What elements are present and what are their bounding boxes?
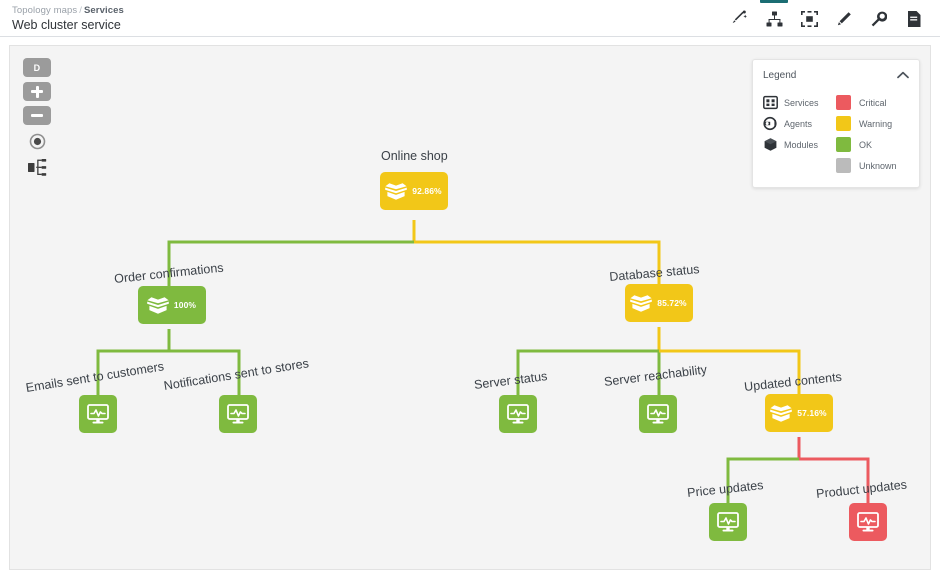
- agents-icon: [647, 404, 669, 424]
- minus-icon: [23, 106, 51, 125]
- default-view-label: D: [33, 62, 41, 73]
- legend-item-agents: Agents: [763, 113, 836, 134]
- header-toolbar: [729, 0, 924, 37]
- default-view-button[interactable]: D: [23, 58, 51, 77]
- node-label-online-shop: Online shop: [381, 149, 448, 163]
- node-box-notifications-sent-to-stores[interactable]: [219, 395, 257, 433]
- zoom-out-button[interactable]: [23, 106, 51, 125]
- legend-label-warning: Warning: [859, 118, 893, 129]
- legend-title: Legend: [763, 69, 797, 81]
- breadcrumb-separator: /: [79, 5, 82, 16]
- canvas-toolbar: D: [23, 58, 51, 181]
- node-box-updated-contents[interactable]: 57.16%: [765, 394, 833, 432]
- legend-item-modules: Modules: [763, 134, 836, 155]
- wrench-icon[interactable]: [869, 0, 889, 37]
- hierarchy-icon: [27, 158, 46, 176]
- node-box-price-updates[interactable]: [709, 503, 747, 541]
- edge-order-notifications: [169, 349, 241, 395]
- status-swatch-critical: [836, 95, 851, 110]
- status-swatch-warning: [836, 116, 851, 131]
- edge-root-order-confirmations: [167, 240, 414, 286]
- node-value-order-confirmations: 100%: [173, 300, 197, 310]
- modules-icon: [385, 183, 408, 200]
- node-box-online-shop[interactable]: 92.86%: [380, 172, 448, 210]
- node-value-online-shop: 92.86%: [412, 186, 442, 196]
- chevron-up-icon[interactable]: [895, 67, 911, 83]
- legend-status-warning: Warning: [836, 113, 909, 134]
- pencil-icon[interactable]: [834, 0, 854, 37]
- hierarchy-layout-button[interactable]: [23, 156, 51, 178]
- edge-database-server-status: [516, 349, 659, 395]
- legend-label-modules: Modules: [784, 139, 819, 150]
- zoom-in-button[interactable]: [23, 82, 51, 101]
- legend-item-services: Services: [763, 92, 836, 113]
- agents-icon: [857, 512, 879, 532]
- page-title: Web cluster service: [12, 18, 121, 32]
- edge-updated-price: [726, 457, 799, 503]
- modules-icon: [147, 297, 169, 314]
- agents-icon: [717, 512, 739, 532]
- legend-status-unknown: Unknown: [836, 155, 909, 176]
- status-swatch-unknown: [836, 158, 851, 173]
- edge-updated-product: [799, 457, 870, 503]
- breadcrumb-parent[interactable]: Topology maps: [12, 5, 78, 16]
- node-box-emails-sent-to-customers[interactable]: [79, 395, 117, 433]
- legend-label-agents: Agents: [784, 118, 813, 129]
- agents-icon: [227, 404, 249, 424]
- status-swatch-ok: [836, 137, 851, 152]
- legend-label-critical: Critical: [859, 97, 887, 108]
- edge-database-updated-contents: [659, 349, 801, 394]
- node-box-database-status[interactable]: 85.72%: [625, 284, 693, 322]
- legend-body: Services Agents: [753, 90, 919, 187]
- services-icon: [763, 95, 778, 110]
- node-value-updated-contents: 57.16%: [797, 408, 827, 418]
- topology-canvas[interactable]: D: [9, 45, 931, 570]
- legend-label-ok: OK: [859, 139, 873, 150]
- legend-label-unknown: Unknown: [859, 160, 897, 171]
- agents-icon: [87, 404, 109, 424]
- breadcrumb-current[interactable]: Services: [83, 5, 124, 16]
- legend-panel: Legend: [752, 59, 920, 188]
- target-icon: [29, 133, 45, 149]
- legend-types: Services Agents: [763, 92, 836, 176]
- plus-icon: [23, 82, 51, 101]
- legend-status-critical: Critical: [836, 92, 909, 113]
- edge-order-emails: [96, 349, 169, 395]
- page-header: Topology maps/Services Web cluster servi…: [0, 0, 940, 37]
- node-box-server-status[interactable]: [499, 395, 537, 433]
- legend-statuses: Critical Warning OK Unknown: [836, 92, 909, 176]
- node-box-server-reachability[interactable]: [639, 395, 677, 433]
- edge-root-database-status: [414, 240, 661, 284]
- topology-icon[interactable]: [760, 0, 788, 37]
- select-area-icon[interactable]: [799, 0, 819, 37]
- magic-wand-icon[interactable]: [729, 0, 749, 37]
- graph-area: Online shop 92.86%: [10, 46, 930, 569]
- graph-edges: [96, 220, 870, 503]
- modules-icon: [763, 137, 778, 152]
- legend-label-services: Services: [784, 97, 819, 108]
- node-box-order-confirmations[interactable]: 100%: [138, 286, 206, 324]
- breadcrumb: Topology maps/Services: [12, 5, 124, 16]
- center-view-button[interactable]: [23, 130, 51, 152]
- agents-icon: [507, 404, 529, 424]
- modules-icon: [630, 295, 653, 312]
- file-icon[interactable]: [904, 0, 924, 37]
- node-box-product-updates[interactable]: [849, 503, 887, 541]
- legend-header[interactable]: Legend: [753, 60, 919, 90]
- node-value-database-status: 85.72%: [657, 298, 687, 308]
- agents-icon: [763, 116, 778, 131]
- legend-status-ok: OK: [836, 134, 909, 155]
- modules-icon: [770, 405, 793, 422]
